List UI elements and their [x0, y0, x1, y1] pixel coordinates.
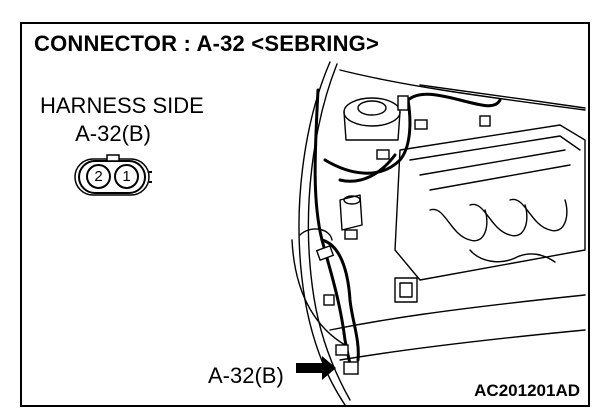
harness-connector-g: [323, 294, 335, 306]
diagram-frame: CONNECTOR : A-32 <SEBRING> HARNESS SIDE …: [20, 22, 590, 407]
harness-side-text: HARNESS SIDE: [40, 93, 204, 118]
harness-connector-f: [479, 115, 491, 127]
harness-connector-e: [397, 95, 409, 111]
wiring-harness: [313, 88, 502, 374]
engine-block: [394, 124, 586, 281]
intake-runner-3: [509, 198, 568, 232]
diagram-title: CONNECTOR : A-32 <SEBRING>: [34, 31, 380, 56]
pointer-arrow-icon: [296, 356, 336, 380]
connector-housing-icon: [74, 154, 152, 196]
strut-tower: [343, 97, 401, 127]
cowl-line: [339, 69, 586, 111]
intake-runner-1: [429, 208, 488, 242]
harness-connector-b: [344, 229, 358, 240]
harness-connector-c: [376, 149, 390, 160]
strut-cap: [357, 100, 387, 116]
figure-code: AC201201AD: [474, 381, 580, 400]
harness-connector-a: [315, 245, 335, 261]
harness-side-label: HARNESS SIDE A-32(B): [40, 92, 240, 148]
connector-face: 2 1: [74, 154, 154, 198]
harness-connector-h: [335, 344, 349, 356]
connector-pin-1: 1: [114, 164, 139, 189]
bracket: [339, 194, 363, 231]
harness-connector-id: A-32(B): [75, 121, 151, 146]
callout-label: A-32(B): [208, 363, 284, 388]
connector-pin-2: 2: [86, 164, 111, 189]
intake-runner-2: [469, 203, 528, 237]
fender-inner-edge: [307, 63, 351, 401]
sensor-block: [394, 277, 418, 303]
target-connector-a32b: [343, 361, 359, 375]
harness-connector-d: [414, 119, 428, 130]
